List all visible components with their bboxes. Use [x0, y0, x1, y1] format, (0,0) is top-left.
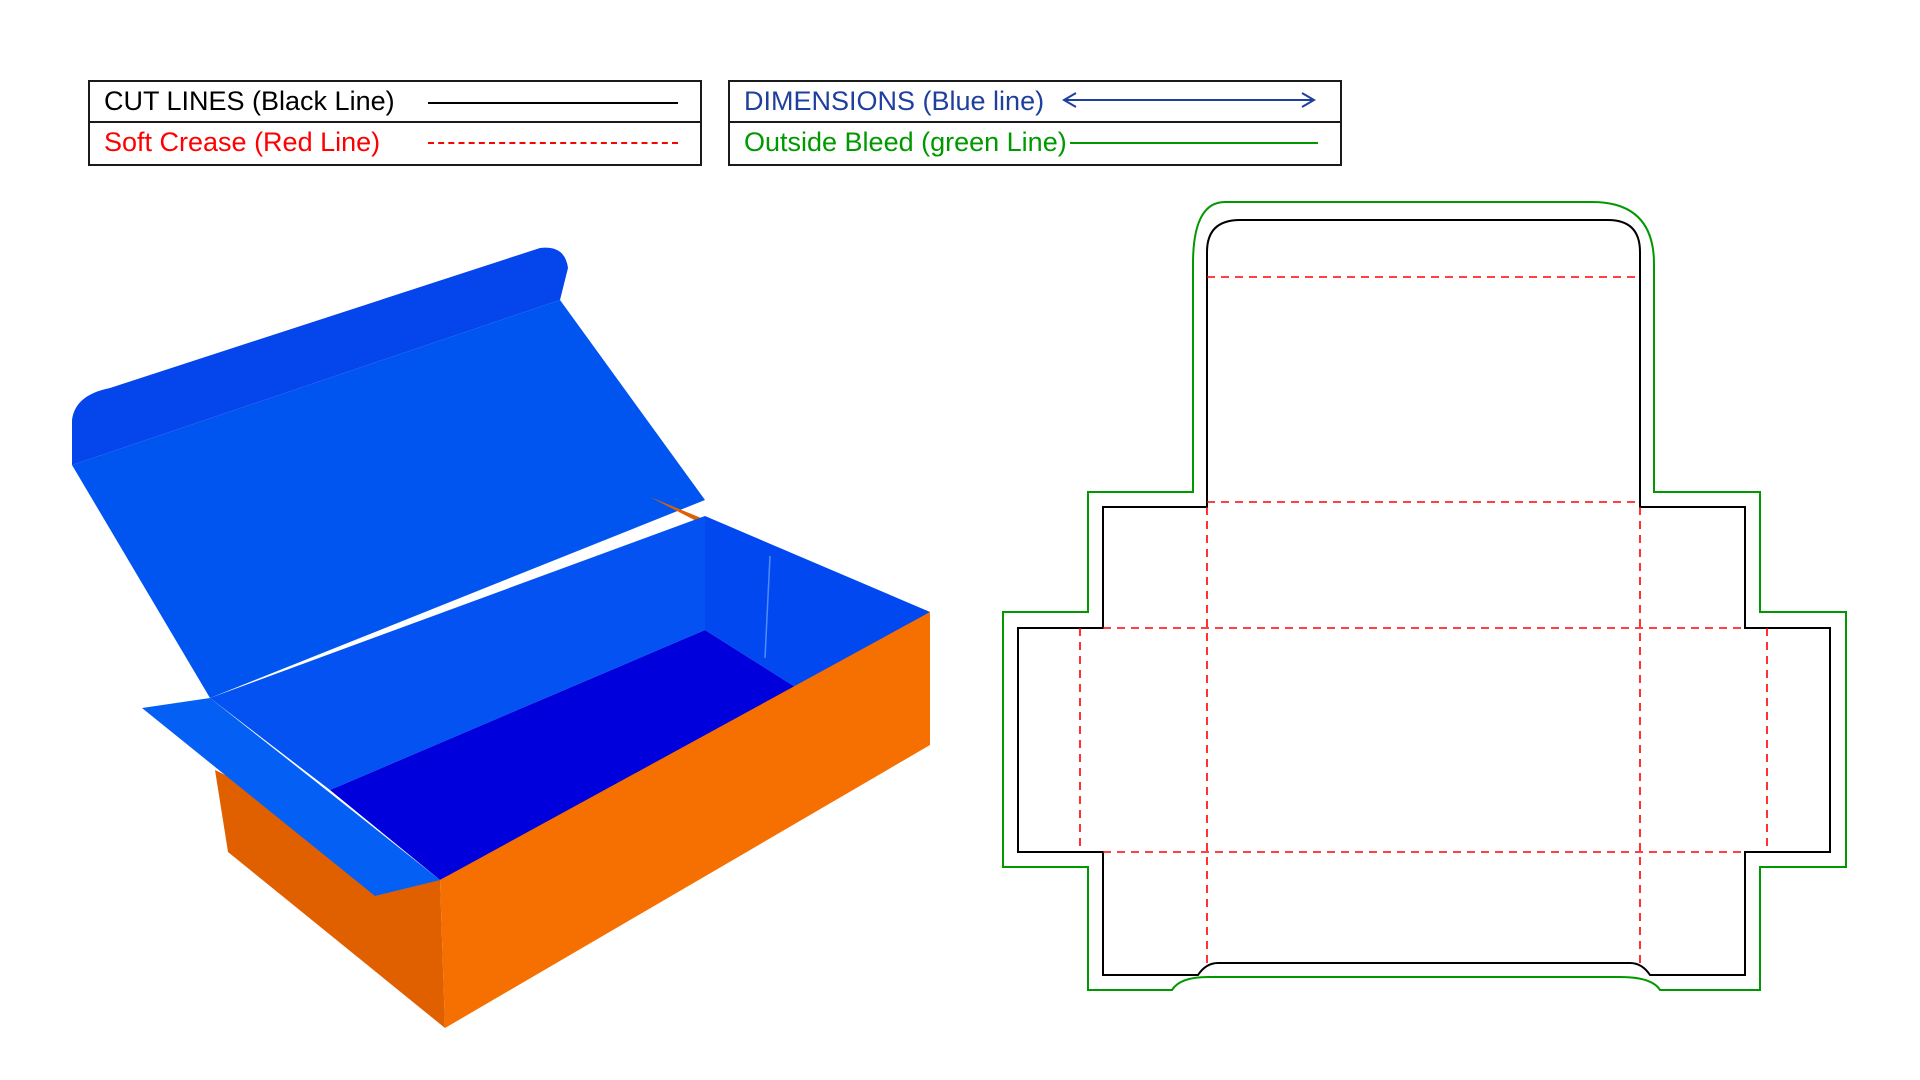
inner-fold-line [764, 555, 771, 659]
soft-crease-label: Soft Crease (Red Line) [104, 126, 381, 157]
lid-panel [72, 300, 705, 698]
back-inner-wall [210, 516, 705, 790]
box-left-side [215, 770, 445, 1028]
cut-lines-label: CUT LINES (Black Line) [104, 86, 395, 116]
legend-table-dimension-bleed: DIMENSIONS (Blue line) Outside Bleed (gr… [728, 80, 1342, 166]
box-front-side [440, 612, 930, 1028]
bleed-line-sample [1070, 142, 1318, 145]
crease-line-sample [428, 142, 678, 145]
cut-line-sample [428, 101, 678, 104]
soft-crease-lines [1079, 276, 1768, 963]
lid-tuck-flap [72, 247, 568, 465]
legend-row-bleed: Outside Bleed (green Line) [730, 123, 1340, 162]
box-floor [330, 630, 800, 880]
legend-table-cut-crease: CUT LINES (Black Line) Soft Crease (Red … [88, 80, 702, 166]
outside-bleed-outline [1002, 201, 1847, 991]
right-inner-wall [705, 516, 930, 690]
legend-row-crease: Soft Crease (Red Line) [90, 123, 700, 162]
legend-row-cut: CUT LINES (Black Line) [90, 82, 700, 123]
dimensions-label: DIMENSIONS (Blue line) [744, 86, 1045, 116]
dimension-arrow-icon [1062, 92, 1316, 108]
legend-row-dimension: DIMENSIONS (Blue line) [730, 82, 1340, 123]
outside-bleed-label: Outside Bleed (green Line) [744, 126, 1067, 157]
left-dust-flap [142, 698, 440, 896]
cut-line-outline [1017, 219, 1831, 976]
